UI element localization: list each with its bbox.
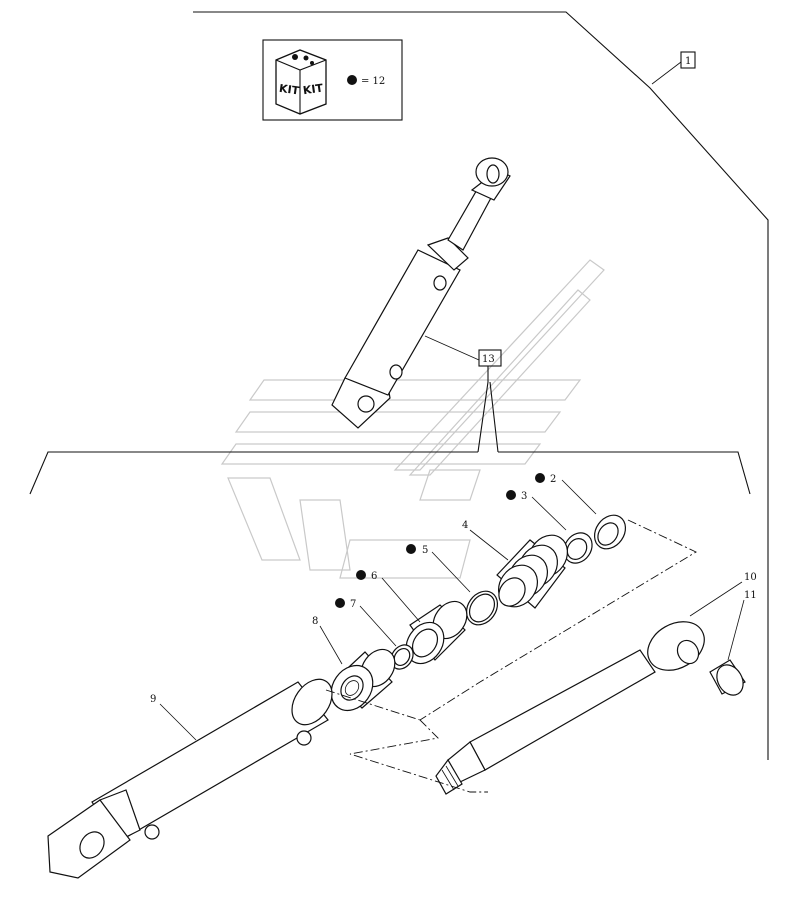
kit-bullet-icon xyxy=(347,75,357,85)
kit-legend: KIT KIT = 12 xyxy=(262,39,403,121)
part-11-bushing xyxy=(709,659,746,696)
part-9-barrel xyxy=(47,678,333,879)
part-2-ring xyxy=(593,514,627,550)
kit-box-icon: KIT KIT xyxy=(275,49,327,115)
kit-bullet-5 xyxy=(406,544,416,554)
callout-1: 1 xyxy=(685,56,691,67)
callout-3: 3 xyxy=(521,491,527,502)
callout-5: 5 xyxy=(422,545,428,556)
kit-legend-text: = 12 xyxy=(361,76,385,87)
callout-8: 8 xyxy=(312,616,318,627)
callout-11: 11 xyxy=(744,590,757,601)
kit-bullet-2 xyxy=(535,473,545,483)
callout-6: 6 xyxy=(371,571,377,582)
kit-bullet-7 xyxy=(335,598,345,608)
part-4-piston xyxy=(496,534,569,609)
part-5-oring xyxy=(465,590,499,626)
callout-13: 13 xyxy=(482,354,495,365)
part-3-ring xyxy=(563,532,593,564)
kit-bullet-3 xyxy=(506,490,516,500)
callout-10: 10 xyxy=(744,572,757,583)
callout-4: 4 xyxy=(462,520,468,531)
callout-7: 7 xyxy=(350,599,356,610)
callout-9: 9 xyxy=(150,694,156,705)
part-6-guide xyxy=(405,600,468,665)
callout-2: 2 xyxy=(550,474,556,485)
kit-bullet-6 xyxy=(356,570,366,580)
part-8-head xyxy=(330,648,396,712)
kit-text-left: KIT xyxy=(278,82,300,98)
kit-text-right: KIT xyxy=(302,81,324,97)
assembled-cylinder xyxy=(331,157,511,429)
part-10-rod xyxy=(435,621,705,795)
part-7-ring xyxy=(390,644,414,670)
